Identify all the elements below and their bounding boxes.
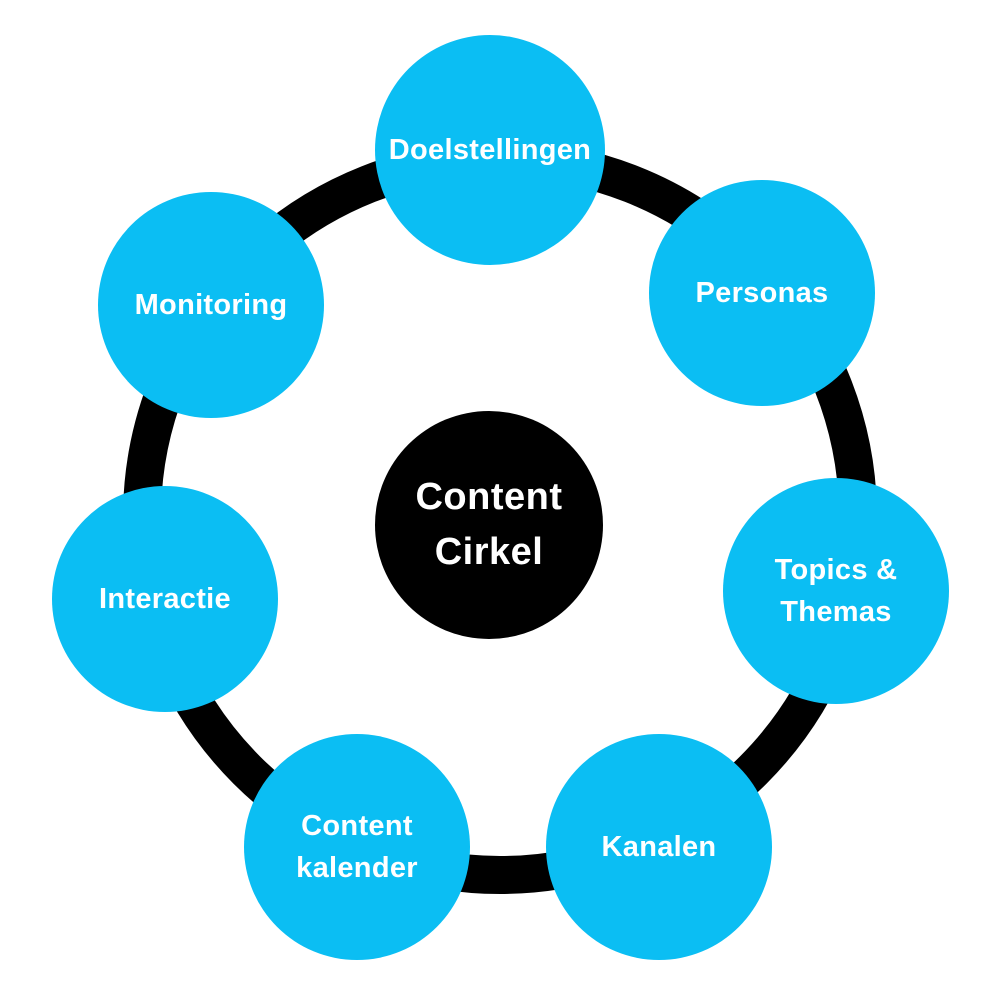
node-monitoring: Monitoring	[98, 192, 324, 418]
node-label: Content kalender	[296, 809, 418, 884]
node-label: Personas	[695, 276, 829, 309]
node-label: Doelstellingen	[388, 133, 592, 166]
node-label: Topics & Themas	[774, 553, 898, 628]
node-label: Monitoring	[134, 288, 288, 321]
center-circle-label: Content Cirkel	[415, 475, 563, 573]
node-content-kalender: Content kalender	[244, 734, 470, 960]
node-label: Kanalen	[601, 830, 717, 863]
node-topics-themas: Topics & Themas	[723, 478, 949, 704]
node-interactie: Interactie	[52, 486, 278, 712]
node-doelstellingen: Doelstellingen	[375, 35, 605, 265]
node-personas: Personas	[649, 180, 875, 406]
node-kanalen: Kanalen	[546, 734, 772, 960]
node-label: Interactie	[99, 582, 231, 615]
center-circle: Content Cirkel	[375, 411, 603, 639]
